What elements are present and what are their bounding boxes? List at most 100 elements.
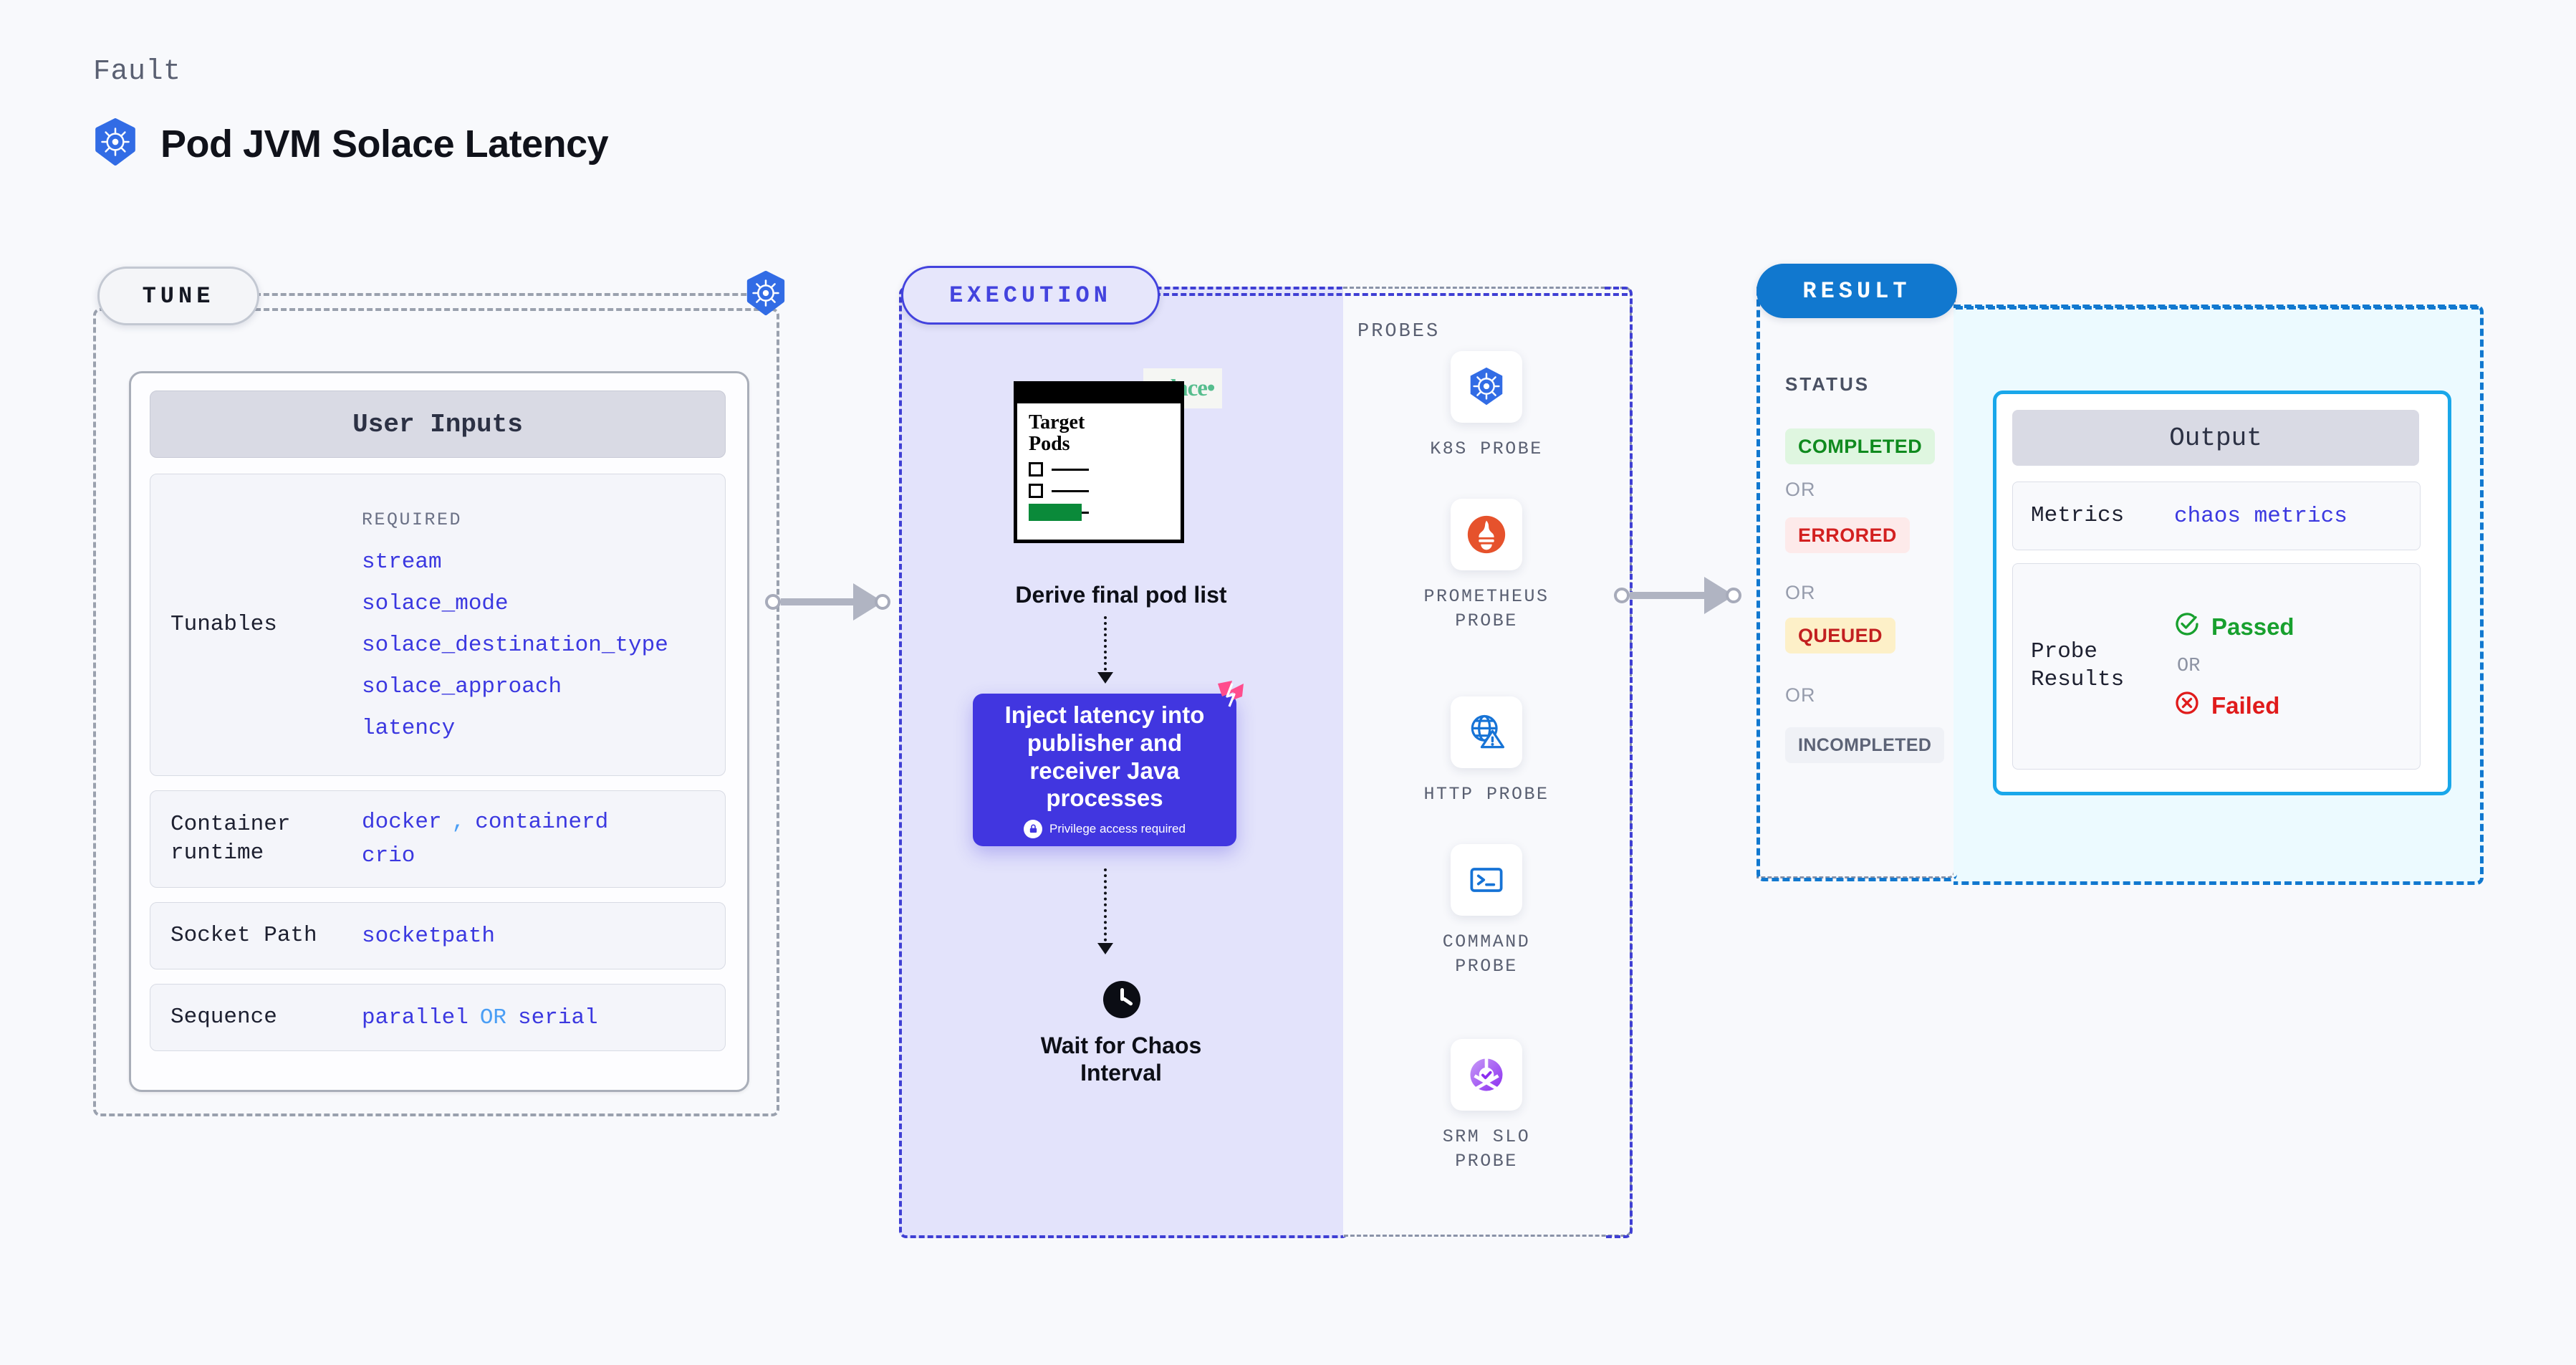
- srm-slo-icon: [1451, 1039, 1522, 1111]
- tunables-label: Tunables: [170, 611, 277, 637]
- container-runtime-label: Container runtime: [170, 811, 291, 866]
- probe-label: SRM SLO PROBE: [1442, 1126, 1531, 1172]
- runtime-docker: docker: [362, 810, 442, 835]
- status-badge-errored: ERRORED: [1785, 517, 1910, 553]
- runtime-containerd: containerd: [475, 810, 609, 835]
- probe-result-failed: Failed: [2174, 690, 2294, 722]
- connector-end-dot: [875, 594, 890, 610]
- execution-stage-pill[interactable]: EXECUTION: [901, 266, 1160, 325]
- probe-label: PROMETHEUS PROBE: [1423, 586, 1549, 631]
- probe-results-or: OR: [2177, 656, 2201, 677]
- probe-item-prometheus[interactable]: PROMETHEUS PROBE: [1415, 499, 1558, 633]
- wait-label-line2: Interval: [1080, 1060, 1162, 1086]
- flow-arrow-2: [1097, 868, 1113, 954]
- connector-bar: [781, 598, 854, 605]
- metrics-row: Metrics chaos metrics: [2012, 482, 2421, 550]
- lock-icon: [1024, 819, 1043, 838]
- result-stage-pill[interactable]: RESULT: [1756, 264, 1957, 318]
- probe-item-http[interactable]: HTTP PROBE: [1415, 696, 1558, 807]
- connector-end-dot: [1726, 588, 1741, 603]
- metrics-label: Metrics: [2031, 502, 2125, 528]
- status-or-3: OR: [1785, 684, 1816, 706]
- failed-label: Failed: [2211, 692, 2280, 719]
- globe-warning-icon: [1451, 696, 1522, 768]
- probe-result-passed: Passed: [2174, 611, 2294, 643]
- sequence-row: Sequence parallel OR serial: [150, 984, 726, 1051]
- kubernetes-icon: [744, 271, 788, 315]
- doc-title-line1: Target: [1029, 411, 1085, 434]
- runtime-separator: ,: [451, 810, 466, 835]
- inject-latency-step: Inject latency into publisher and receiv…: [973, 681, 1244, 846]
- socket-path-row: Socket Path socketpath: [150, 902, 726, 969]
- wait-label-line1: Wait for Chaos: [1040, 1033, 1202, 1058]
- sequence-parallel: parallel: [362, 1005, 468, 1030]
- tune-connector-line: [255, 293, 764, 296]
- tunable-stream: stream: [362, 549, 442, 575]
- status-badge-queued: QUEUED: [1785, 618, 1895, 653]
- user-inputs-title: User Inputs: [150, 391, 726, 458]
- status-caption: STATUS: [1785, 373, 1870, 395]
- execution-connector-line: [1155, 293, 1628, 296]
- connector-bar: [1630, 592, 1705, 599]
- tunable-solace-approach: solace_approach: [362, 674, 562, 699]
- execution-to-result-connector: [1614, 577, 1741, 614]
- page-title-row: Pod JVM Solace Latency: [92, 118, 609, 169]
- kubernetes-icon: [1451, 351, 1522, 423]
- required-caption: REQUIRED: [362, 509, 463, 530]
- tune-panel: [93, 308, 779, 1116]
- runtime-crio: crio: [362, 843, 415, 868]
- socket-path-value: socketpath: [362, 923, 496, 949]
- derive-final-pod-list-label: Derive final pod list: [1015, 582, 1227, 608]
- socket-path-label: Socket Path: [170, 922, 317, 948]
- inject-step-text: Inject latency into publisher and receiv…: [1004, 701, 1205, 812]
- privilege-badge: Privilege access required: [1024, 819, 1186, 838]
- probes-caption: PROBES: [1357, 321, 1441, 343]
- connector-start-dot: [1614, 588, 1630, 603]
- wait-for-chaos-interval-label: Wait for Chaos Interval: [899, 1032, 1343, 1087]
- prometheus-icon: [1451, 499, 1522, 570]
- probe-label: COMMAND PROBE: [1442, 931, 1531, 977]
- x-circle-icon: [2174, 690, 2200, 722]
- sequence-serial: serial: [518, 1005, 598, 1030]
- container-runtime-row: Container runtime docker , containerd cr…: [150, 790, 726, 888]
- terminal-icon: [1451, 844, 1522, 916]
- tunable-solace-mode: solace_mode: [362, 590, 509, 616]
- sequence-label: Sequence: [170, 1004, 277, 1030]
- doc-title-line2: Pods: [1029, 433, 1070, 456]
- probe-label: K8S PROBE: [1430, 439, 1543, 459]
- connector-start-dot: [765, 594, 781, 610]
- tune-stage-pill[interactable]: TUNE: [97, 267, 259, 325]
- status-badge-incompleted: INCOMPLETED: [1785, 727, 1945, 763]
- fault-eyebrow-label: Fault: [93, 56, 181, 88]
- privilege-badge-text: Privilege access required: [1049, 821, 1186, 835]
- tunable-latency: latency: [362, 715, 456, 741]
- check-circle-icon: [2174, 611, 2200, 643]
- page-title: Pod JVM Solace Latency: [160, 122, 609, 166]
- probe-label: HTTP PROBE: [1423, 784, 1549, 805]
- metrics-value: chaos metrics: [2174, 503, 2347, 529]
- probe-item-command[interactable]: COMMAND PROBE: [1415, 844, 1558, 979]
- clock-icon: [1103, 981, 1140, 1018]
- status-or-2: OR: [1785, 582, 1816, 603]
- passed-label: Passed: [2211, 613, 2294, 640]
- status-or-1: OR: [1785, 479, 1816, 500]
- probe-item-srm-slo[interactable]: SRM SLO PROBE: [1415, 1039, 1558, 1174]
- probes-panel-outer-border: [1605, 287, 1633, 1238]
- sequence-separator: OR: [479, 1005, 507, 1030]
- tunables-row: Tunables REQUIRED stream solace_mode sol…: [150, 474, 726, 776]
- result-panel-inner: [1756, 287, 1956, 878]
- harness-logo-icon: [1215, 679, 1246, 711]
- target-pods-document-icon: Target Pods: [1014, 381, 1184, 543]
- result-connector-line: [1956, 306, 2479, 310]
- user-inputs-card: User Inputs Tunables REQUIRED stream sol…: [129, 371, 749, 1092]
- tune-to-execution-connector: [765, 583, 890, 621]
- status-badge-completed: COMPLETED: [1785, 428, 1936, 464]
- flow-arrow-1: [1097, 616, 1113, 684]
- kubernetes-icon: [92, 118, 139, 169]
- tunable-solace-destination-type: solace_destination_type: [362, 632, 668, 658]
- probe-item-k8s[interactable]: K8S PROBE: [1415, 351, 1558, 461]
- output-card-title: Output: [2012, 410, 2419, 466]
